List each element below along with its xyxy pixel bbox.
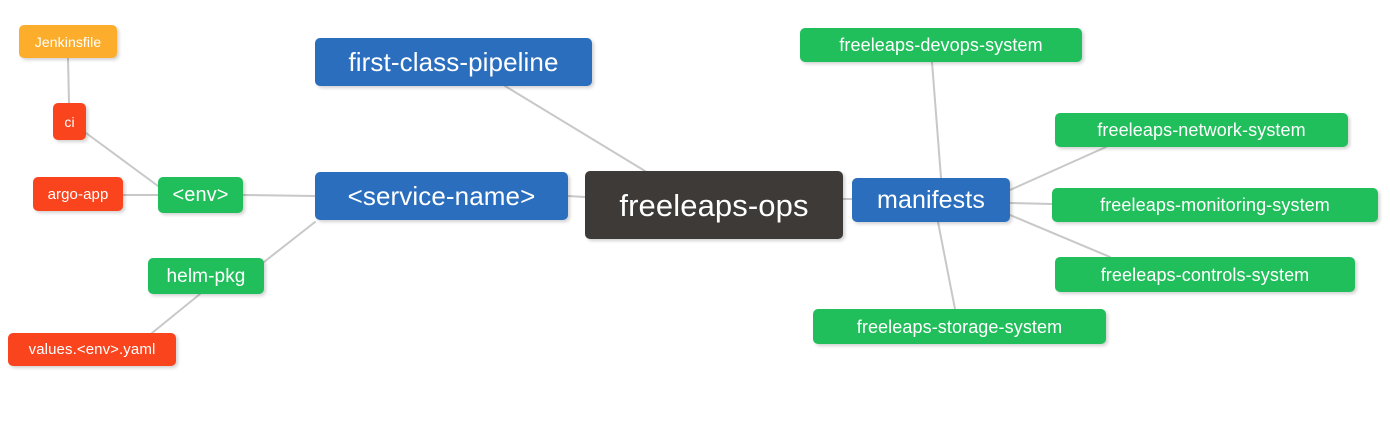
edge-env-servicename: [242, 194, 316, 197]
edge-manifests-monitoring: [1009, 202, 1053, 205]
node-label-freeleaps-controls-system: freeleaps-controls-system: [1100, 264, 1310, 285]
node-label-ci: ci: [64, 113, 75, 130]
node-argo-app[interactable]: argo-app: [33, 177, 123, 211]
node-helm-pkg[interactable]: helm-pkg: [148, 258, 264, 294]
edge-jenkinsfile-ci: [67, 57, 70, 104]
node-env[interactable]: <env>: [158, 177, 243, 213]
edge-manifests-network: [1009, 146, 1107, 191]
node-freeleaps-ops[interactable]: freeleaps-ops: [585, 171, 843, 239]
edge-helmpkg-servicename: [263, 221, 316, 263]
node-label-values-yaml: values.<env>.yaml: [28, 341, 156, 358]
node-label-freeleaps-storage-system: freeleaps-storage-system: [856, 316, 1063, 337]
node-label-freeleaps-ops: freeleaps-ops: [619, 187, 809, 223]
node-label-manifests: manifests: [877, 185, 985, 214]
node-jenkinsfile[interactable]: Jenkinsfile: [19, 25, 117, 58]
node-label-freeleaps-monitoring-system: freeleaps-monitoring-system: [1100, 195, 1330, 215]
node-label-first-class-pipeline: first-class-pipeline: [348, 47, 559, 77]
edge-manifests-devops: [931, 61, 942, 179]
node-label-env: <env>: [172, 184, 229, 206]
node-label-freeleaps-network-system: freeleaps-network-system: [1097, 120, 1306, 140]
node-label-freeleaps-devops-system: freeleaps-devops-system: [839, 35, 1043, 55]
edge-servicename-ops: [567, 195, 586, 198]
node-service-name[interactable]: <service-name>: [315, 172, 568, 220]
edge-pipeline-ops: [504, 85, 646, 172]
edge-values-helmpkg: [151, 293, 201, 334]
node-values-yaml[interactable]: values.<env>.yaml: [8, 333, 176, 366]
edge-manifests-storage: [937, 221, 956, 310]
node-freeleaps-monitoring-system[interactable]: freeleaps-monitoring-system: [1052, 188, 1378, 222]
node-label-helm-pkg: helm-pkg: [166, 265, 246, 287]
node-freeleaps-network-system[interactable]: freeleaps-network-system: [1055, 113, 1348, 147]
node-ci[interactable]: ci: [53, 103, 86, 140]
node-label-service-name: <service-name>: [347, 181, 536, 211]
node-freeleaps-storage-system[interactable]: freeleaps-storage-system: [813, 309, 1106, 344]
node-label-argo-app: argo-app: [47, 185, 109, 203]
node-first-class-pipeline[interactable]: first-class-pipeline: [315, 38, 592, 86]
node-freeleaps-controls-system[interactable]: freeleaps-controls-system: [1055, 257, 1355, 292]
node-freeleaps-devops-system[interactable]: freeleaps-devops-system: [800, 28, 1082, 62]
node-manifests[interactable]: manifests: [852, 178, 1010, 222]
node-label-jenkinsfile: Jenkinsfile: [34, 33, 102, 50]
